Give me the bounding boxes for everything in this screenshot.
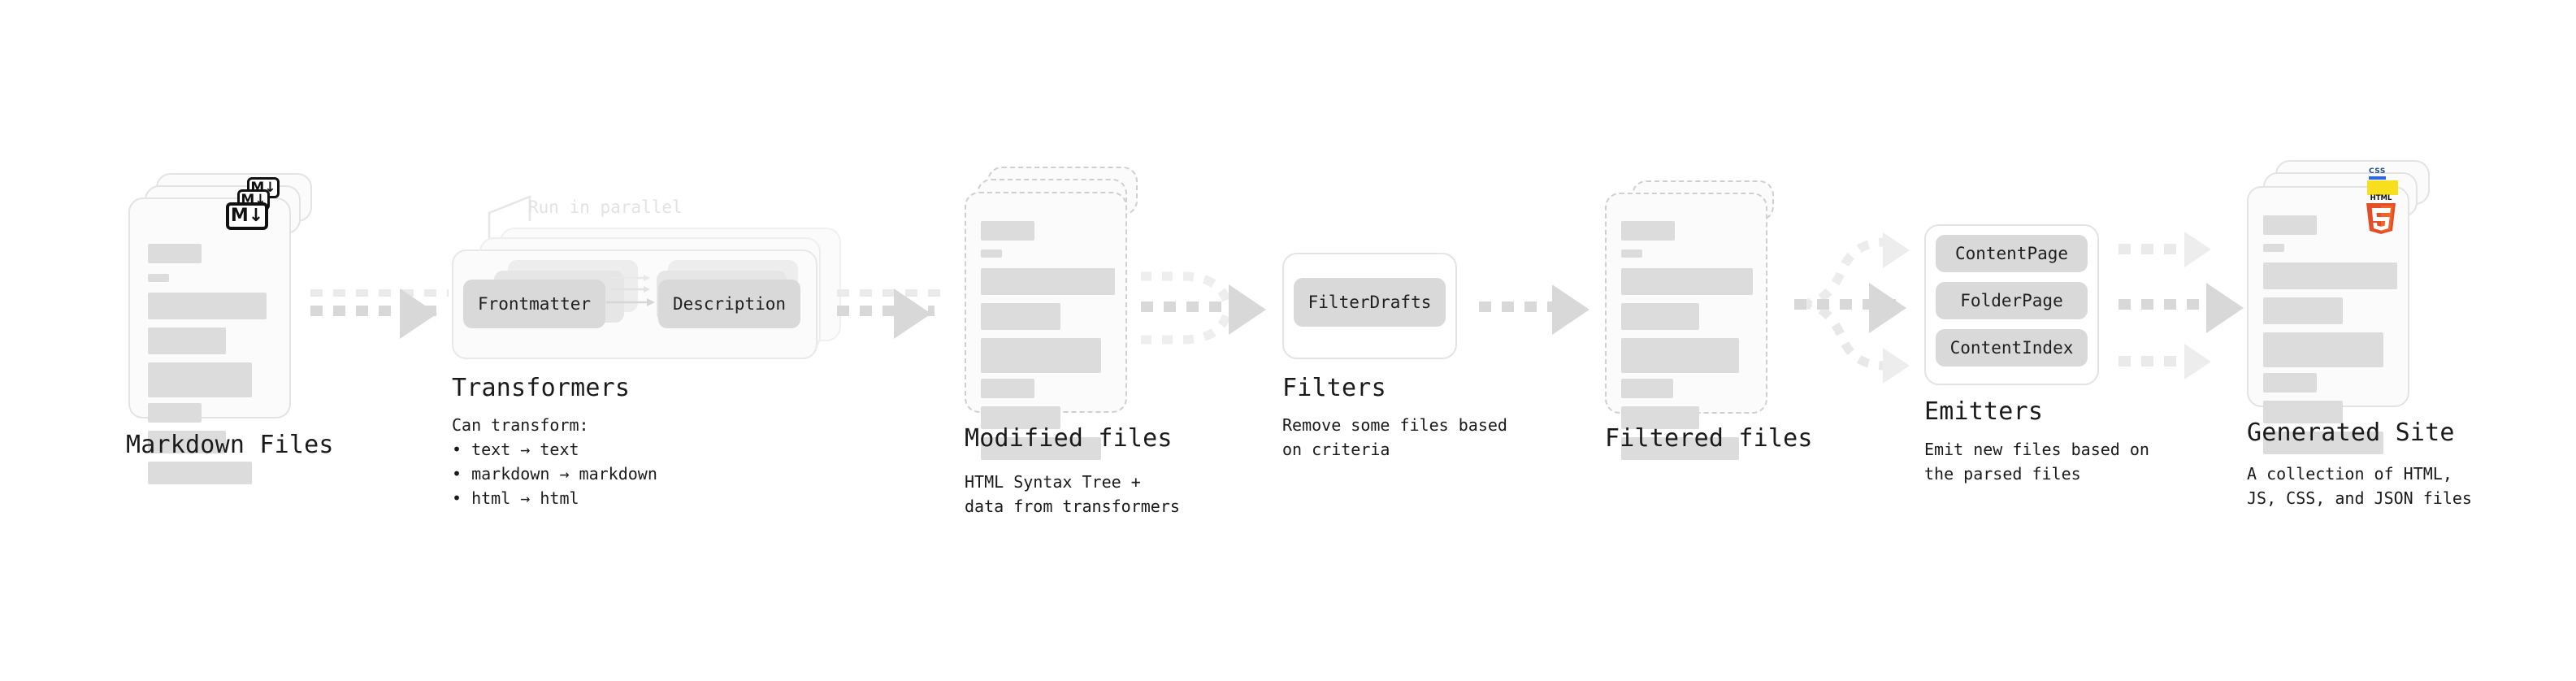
filtered-files-label: Filtered files — [1605, 424, 1813, 453]
skeleton-line — [1621, 406, 1699, 429]
skeleton-line — [2263, 432, 2383, 454]
skeleton-line — [2263, 297, 2343, 324]
emitters-label: Emitters — [1924, 397, 2044, 426]
skeleton-line — [1621, 268, 1753, 295]
skeleton-line — [148, 431, 226, 453]
skeleton-line — [981, 221, 1034, 241]
modified-files-label: Modified files — [965, 424, 1173, 453]
fan-in-curves — [1141, 271, 1234, 345]
skeleton-line — [148, 462, 252, 484]
skeleton-line — [981, 406, 1060, 429]
transformers-label: Transformers — [452, 374, 631, 402]
skeleton-line — [981, 303, 1060, 330]
transformer-inner-arrows — [606, 275, 655, 306]
transformer-chip-description[interactable]: Description — [658, 280, 800, 328]
skeleton-line — [1621, 437, 1739, 460]
generated-site-description: A collection of HTML, JS, CSS, and JSON … — [2247, 464, 2472, 508]
skeleton-line — [981, 249, 1002, 258]
emitters-description: Emit new files based on the parsed files — [1924, 440, 2149, 484]
skeleton-line — [1621, 221, 1675, 241]
modified-files-description: HTML Syntax Tree + data from transformer… — [965, 472, 1180, 516]
emitter-chip-folderpage[interactable]: FolderPage — [1936, 282, 2088, 319]
svg-text:HTML: HTML — [2370, 194, 2392, 202]
skeleton-line — [981, 338, 1101, 373]
transformers-description: Can transform: • text → text • markdown … — [452, 415, 657, 508]
skeleton-line — [148, 293, 267, 319]
skeleton-line — [148, 362, 252, 397]
transformer-chip-frontmatter[interactable]: Frontmatter — [463, 280, 605, 328]
skeleton-line — [1621, 338, 1739, 373]
markdown-icon: M↓ — [226, 202, 268, 230]
generated-site-label: Generated Site — [2247, 419, 2455, 447]
html5-icon: HTML — [2363, 193, 2399, 240]
skeleton-line — [1621, 303, 1699, 330]
parallel-bracket — [488, 195, 531, 242]
css-icon: CSS — [2369, 167, 2386, 180]
emitter-chip-contentpage[interactable]: ContentPage — [1936, 235, 2088, 272]
skeleton-line — [2263, 373, 2317, 393]
skeleton-line — [148, 327, 226, 354]
filters-description: Remove some files based on criteria — [1282, 415, 1507, 459]
skeleton-line — [2263, 262, 2397, 289]
skeleton-line — [981, 268, 1115, 295]
js-icon — [2367, 180, 2398, 195]
skeleton-line — [2263, 215, 2317, 235]
filter-chip-filterdrafts[interactable]: FilterDrafts — [1294, 278, 1446, 327]
skeleton-line — [1621, 249, 1642, 258]
markdown-files-label: Markdown Files — [126, 431, 334, 459]
skeleton-line — [981, 437, 1101, 460]
emitter-chip-contentindex[interactable]: ContentIndex — [1936, 329, 2088, 367]
skeleton-line — [2263, 401, 2343, 423]
skeleton-line — [2263, 244, 2284, 252]
skeleton-line — [2263, 332, 2383, 367]
run-in-parallel-label: Run in parallel — [528, 197, 683, 217]
skeleton-line — [148, 403, 202, 423]
skeleton-line — [148, 274, 169, 282]
skeleton-line — [148, 244, 202, 263]
filters-label: Filters — [1282, 374, 1386, 402]
skeleton-line — [1621, 379, 1673, 398]
skeleton-line — [981, 379, 1034, 398]
